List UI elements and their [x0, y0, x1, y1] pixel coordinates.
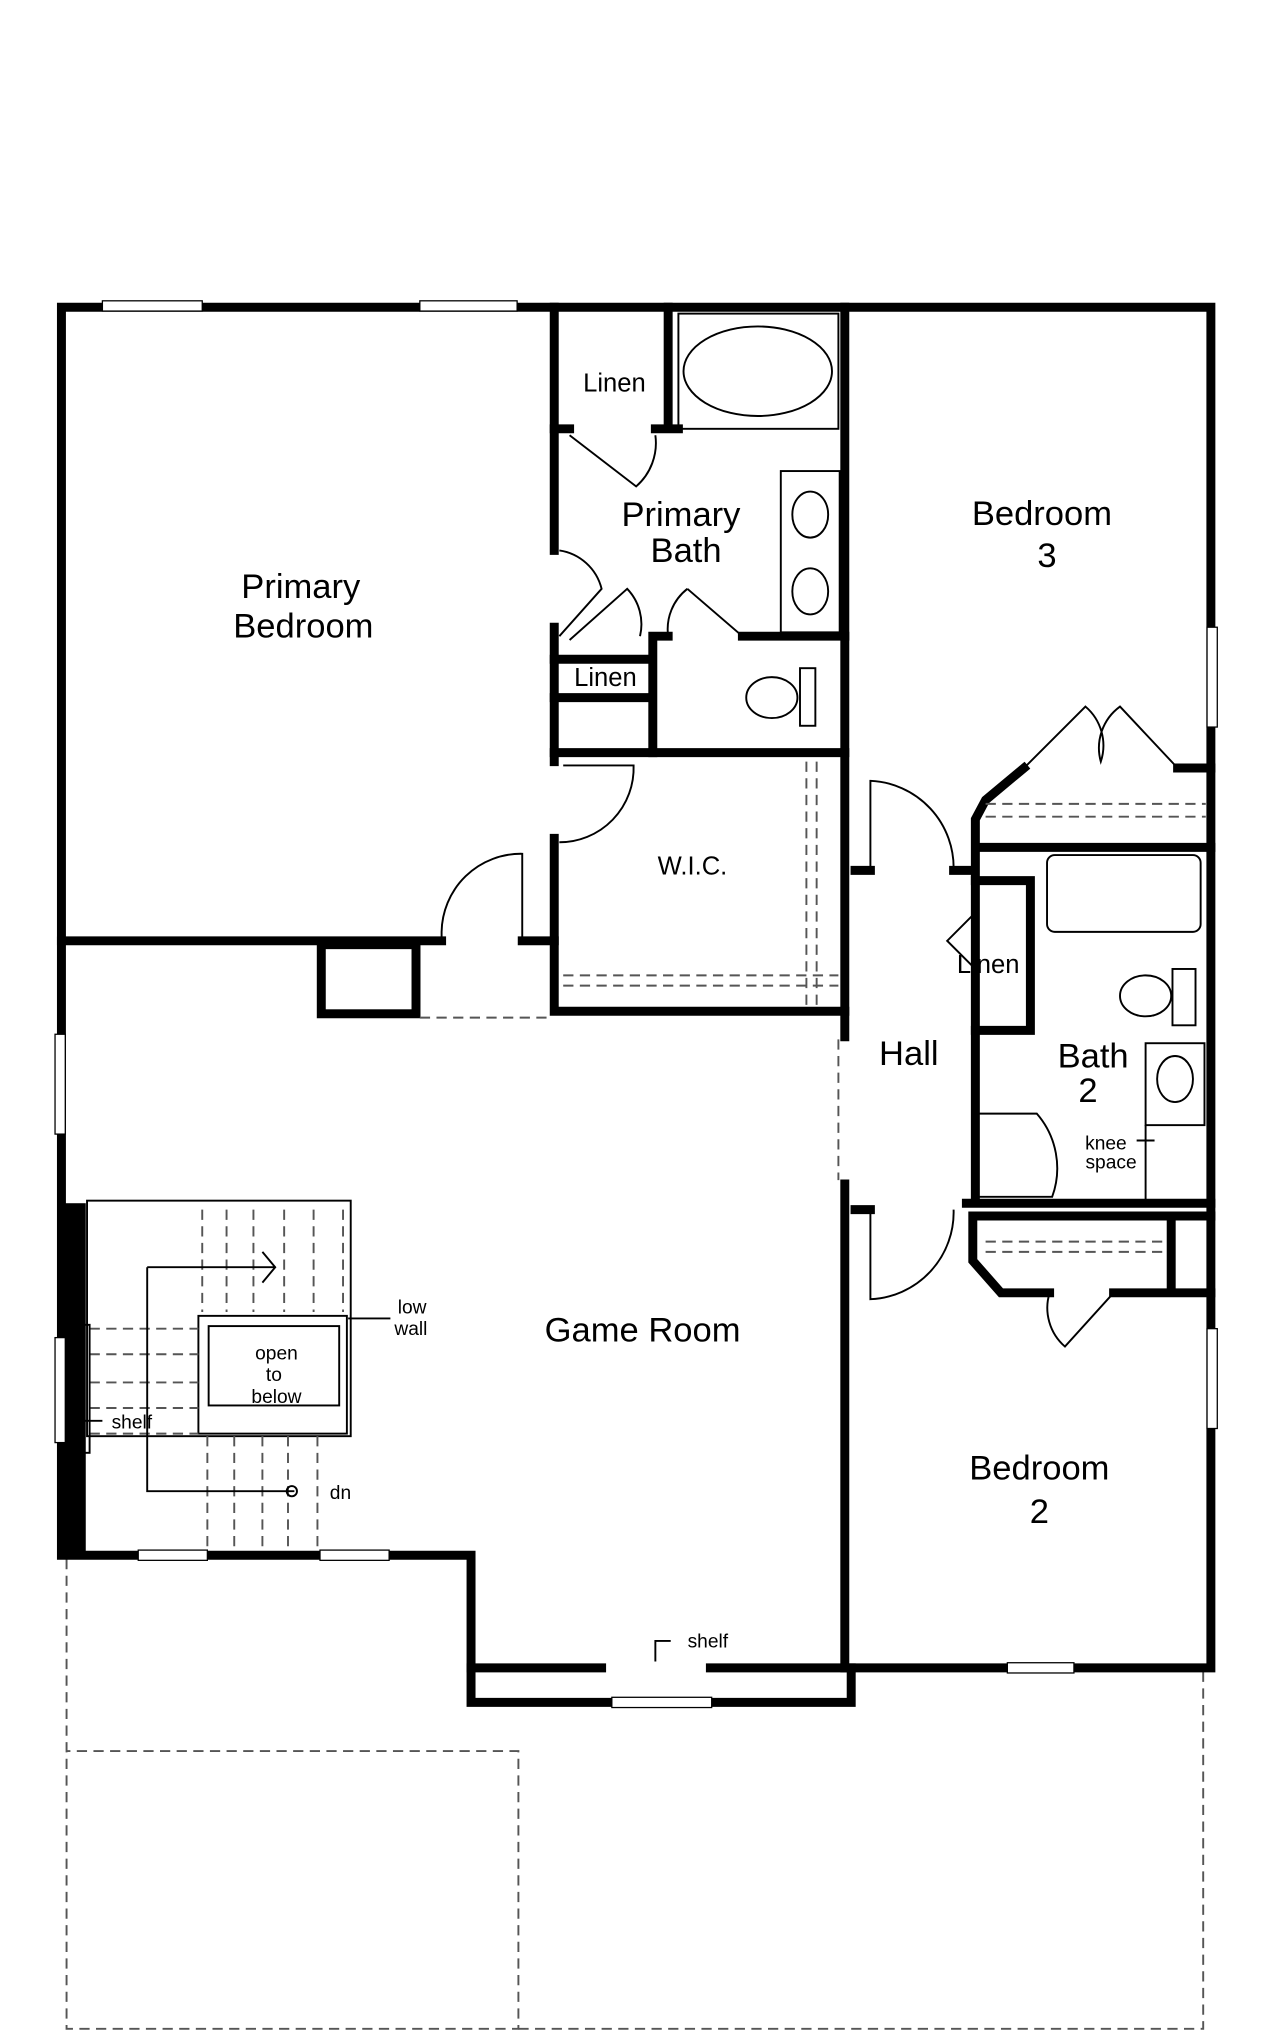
label-linen-hall: Linen	[957, 951, 1020, 979]
note-shelf-game: shelf	[688, 1631, 729, 1652]
note-shelf-stair: shelf	[112, 1412, 153, 1433]
doors	[440, 434, 1179, 1348]
closet-shelves	[419, 761, 1206, 1253]
fixtures	[677, 312, 1206, 1204]
note-dn: dn	[330, 1483, 351, 1504]
label-linen-top: Linen	[583, 370, 646, 398]
label-hall: Hall	[879, 1035, 939, 1073]
label-linen-lower: Linen	[574, 664, 637, 692]
lower-floor-outline	[65, 1559, 1205, 2030]
windows	[54, 300, 1218, 1709]
interior-walls	[56, 302, 1216, 1673]
label-wic: W.I.C.	[658, 852, 728, 880]
label-game-room: Game Room	[545, 1311, 741, 1349]
toilet	[745, 676, 799, 720]
bathtub-oval	[682, 325, 833, 417]
staircase	[70, 1199, 352, 1549]
bathtub	[1046, 854, 1202, 933]
